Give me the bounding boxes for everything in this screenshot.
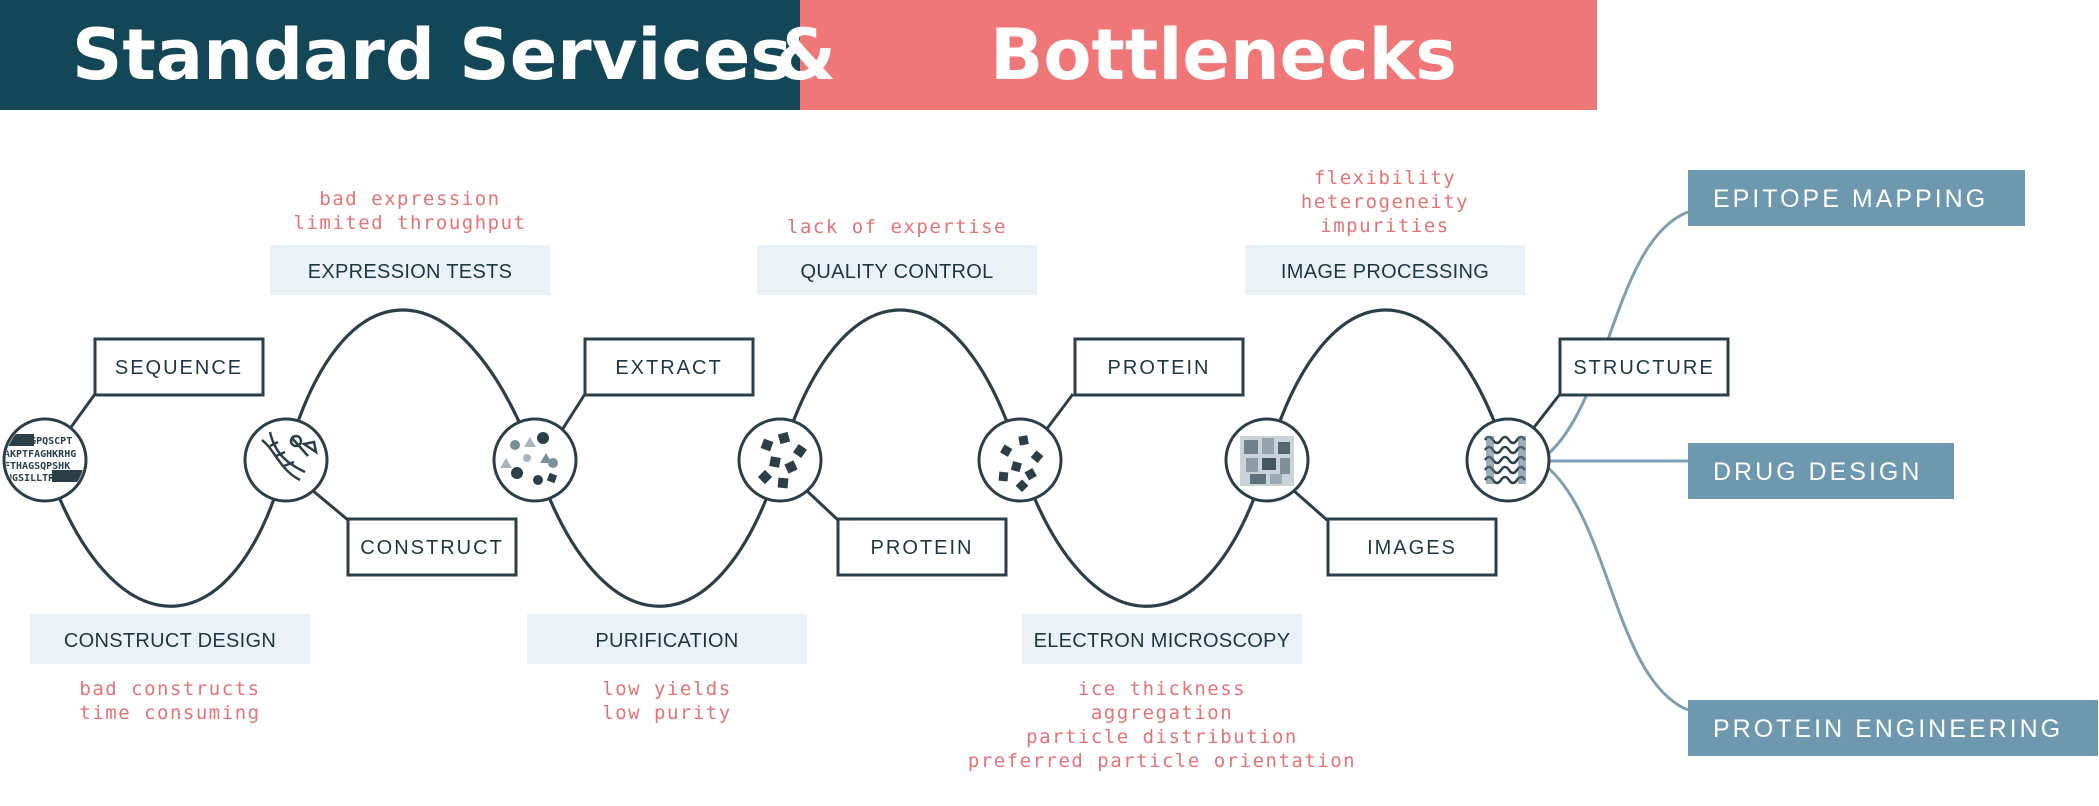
connector-extract bbox=[560, 393, 587, 431]
step-box-construct-design bbox=[30, 614, 310, 664]
sequence-line-3: FTHAGSQPSHK bbox=[4, 461, 70, 472]
step-quality-control: QUALITY CONTROL bbox=[800, 261, 993, 283]
bottleneck-image-processing-2: heterogeneity bbox=[1301, 191, 1469, 213]
sequence-line-2: AKPTFAGHKRHG bbox=[4, 449, 76, 460]
step-box-expression-tests bbox=[270, 245, 550, 295]
em-image-icon bbox=[1240, 436, 1294, 486]
header-ampersand: & bbox=[775, 14, 837, 96]
step-expression-tests: EXPRESSION TESTS bbox=[308, 261, 513, 283]
sequence-line-4: NGSILLTRLKM bbox=[6, 473, 72, 484]
output-epitope-mapping: EPITOPE MAPPING bbox=[1713, 185, 1988, 213]
item-structure: STRUCTURE bbox=[1573, 357, 1714, 379]
step-box-quality-control bbox=[757, 245, 1037, 295]
output-branches bbox=[1546, 210, 1689, 712]
item-extract: EXTRACT bbox=[615, 357, 722, 379]
structure-icon bbox=[1483, 435, 1527, 485]
output-drug-design: DRUG DESIGN bbox=[1713, 458, 1922, 486]
step-boxes bbox=[30, 245, 1525, 664]
bottleneck-em-2: aggregation bbox=[1091, 702, 1233, 724]
item-box-construct bbox=[346, 517, 518, 577]
bottleneck-purification-2: low purity bbox=[602, 702, 731, 724]
branch-epitope-mapping bbox=[1546, 210, 1689, 457]
connector-sequence bbox=[67, 393, 97, 431]
bottleneck-construct-2: time consuming bbox=[79, 702, 260, 724]
item-connectors bbox=[67, 393, 1562, 522]
item-box-images bbox=[1326, 517, 1498, 577]
node-sequence bbox=[2, 417, 88, 503]
bottleneck-expression-1: bad expression bbox=[319, 188, 500, 210]
connector-images bbox=[1292, 488, 1328, 522]
output-boxes bbox=[1688, 170, 2098, 756]
item-boxes bbox=[93, 337, 1730, 577]
step-box-electron-microscopy bbox=[1022, 614, 1302, 664]
header-title-services: Standard Services bbox=[72, 14, 792, 96]
bottleneck-quality-1: lack of expertise bbox=[787, 216, 1007, 238]
step-image-processing: IMAGE PROCESSING bbox=[1281, 261, 1489, 283]
node-extract bbox=[492, 417, 578, 503]
step-box-purification bbox=[527, 614, 807, 664]
protein-particles-icon bbox=[757, 431, 807, 489]
bottleneck-em-3: particle distribution bbox=[1026, 726, 1298, 748]
branch-protein-engineering bbox=[1546, 465, 1689, 712]
output-box-epitope-mapping bbox=[1688, 170, 2025, 226]
bottleneck-purification-1: low yields bbox=[602, 678, 731, 700]
bottleneck-construct-1: bad constructs bbox=[79, 678, 260, 700]
item-box-extract bbox=[583, 337, 755, 397]
dna-wrench-icon bbox=[261, 431, 318, 482]
step-electron-microscopy: ELECTRON MICROSCOPY bbox=[1034, 630, 1291, 652]
item-protein-bottom: PROTEIN bbox=[871, 537, 974, 559]
header-banner-services bbox=[0, 0, 800, 110]
bottleneck-image-processing-1: flexibility bbox=[1314, 167, 1456, 189]
item-protein-top: PROTEIN bbox=[1108, 357, 1211, 379]
connector-protein-top bbox=[1044, 393, 1075, 431]
extract-particles-icon bbox=[500, 432, 558, 485]
item-construct: CONSTRUCT bbox=[360, 537, 504, 559]
connector-construct bbox=[311, 488, 349, 522]
bottleneck-em-1: ice thickness bbox=[1078, 678, 1246, 700]
header-banner-bottlenecks bbox=[800, 0, 1597, 110]
item-images: IMAGES bbox=[1367, 537, 1457, 559]
connector-protein-bottom bbox=[804, 488, 840, 522]
output-box-drug-design bbox=[1688, 443, 1954, 499]
output-protein-engineering: PROTEIN ENGINEERING bbox=[1713, 715, 2063, 743]
bottleneck-expression-2: limited throughput bbox=[294, 212, 527, 234]
sequence-line-1: IGSAGPQSCPT bbox=[6, 436, 72, 447]
header-title-bottlenecks: Bottlenecks bbox=[990, 14, 1457, 96]
bottleneck-image-processing-3: impurities bbox=[1320, 215, 1449, 237]
output-box-protein-engineering bbox=[1688, 700, 2098, 756]
item-box-structure bbox=[1558, 337, 1730, 397]
item-box-protein-bottom bbox=[836, 517, 1008, 577]
item-box-protein-top bbox=[1073, 337, 1245, 397]
step-box-image-processing bbox=[1245, 245, 1525, 295]
item-box-sequence bbox=[93, 337, 265, 397]
step-construct-design: CONSTRUCT DESIGN bbox=[64, 630, 276, 652]
step-purification: PURIFICATION bbox=[595, 630, 738, 652]
item-sequence: SEQUENCE bbox=[115, 357, 243, 379]
bottleneck-em-4: preferred particle orientation bbox=[968, 750, 1356, 772]
connector-structure bbox=[1530, 393, 1562, 431]
